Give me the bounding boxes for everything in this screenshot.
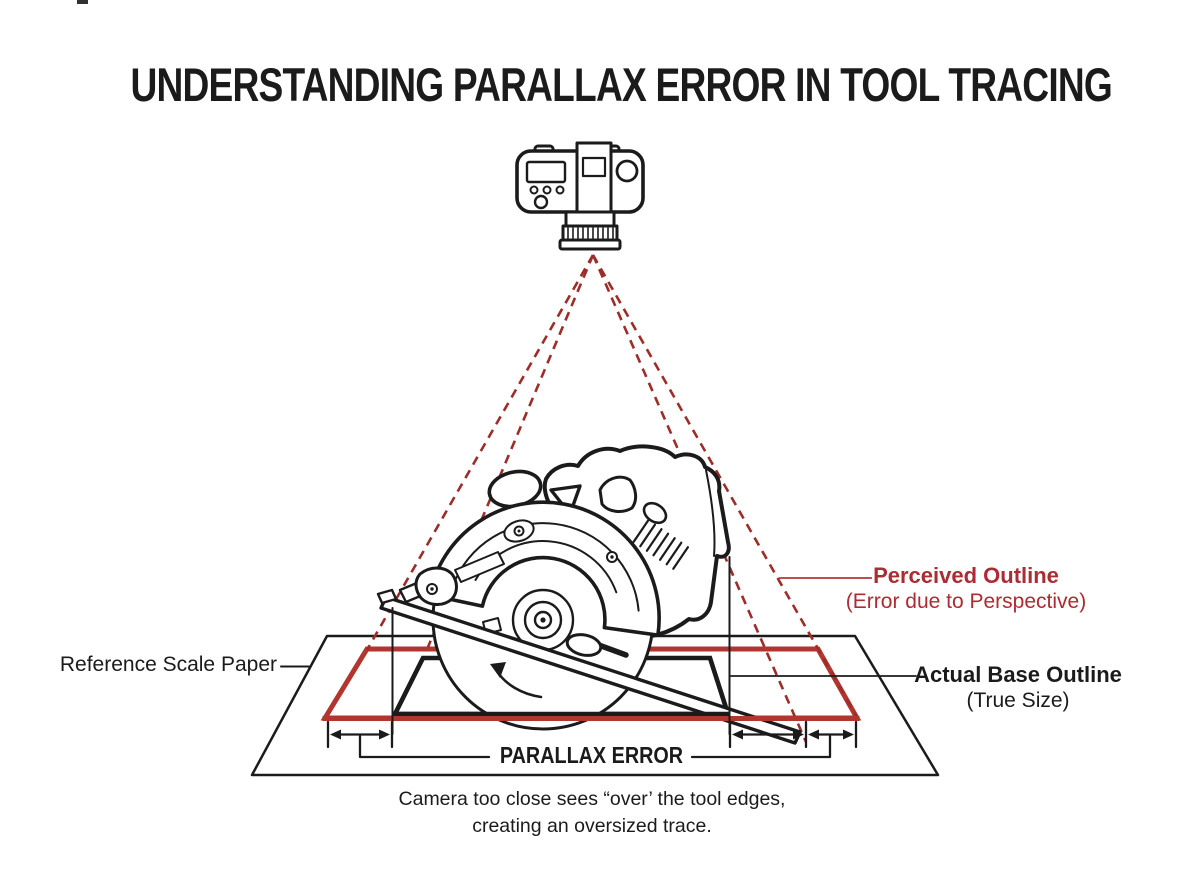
print-smudge	[77, 0, 88, 4]
perceived-outline-label: Perceived Outline (Error due to Perspect…	[766, 562, 1166, 614]
camera-top-view-icon	[515, 141, 645, 251]
lens-focus-ring	[567, 227, 614, 239]
caption: Camera too close sees “over’ the tool ed…	[292, 786, 892, 840]
ray-outer-right	[591, 254, 859, 718]
circular-saw-icon	[376, 444, 802, 745]
perceived-outline-subtitle: (Error due to Perspective)	[845, 590, 1087, 613]
parallax-dimension-arrows	[326, 720, 858, 759]
perceived-outline-title: Perceived Outline	[873, 563, 1059, 588]
parallax-error-label: PARALLAX ERROR	[499, 742, 683, 768]
actual-outline-subtitle: (True Size)	[966, 689, 1070, 712]
actual-outline-label: Actual Base Outline (True Size)	[868, 661, 1168, 713]
caption-line2: creating an oversized trace.	[472, 815, 712, 837]
ray-inner-left	[426, 254, 595, 648]
actual-outline-title: Actual Base Outline	[914, 662, 1122, 687]
page-title: UNDERSTANDING PARALLAX ERROR IN TOOL TRA…	[130, 58, 1112, 111]
caption-line1: Camera too close sees “over’ the tool ed…	[398, 788, 786, 810]
reference-paper-label: Reference Scale Paper	[59, 653, 277, 676]
grip-ribs	[632, 519, 690, 570]
ray-outer-left	[365, 254, 595, 651]
